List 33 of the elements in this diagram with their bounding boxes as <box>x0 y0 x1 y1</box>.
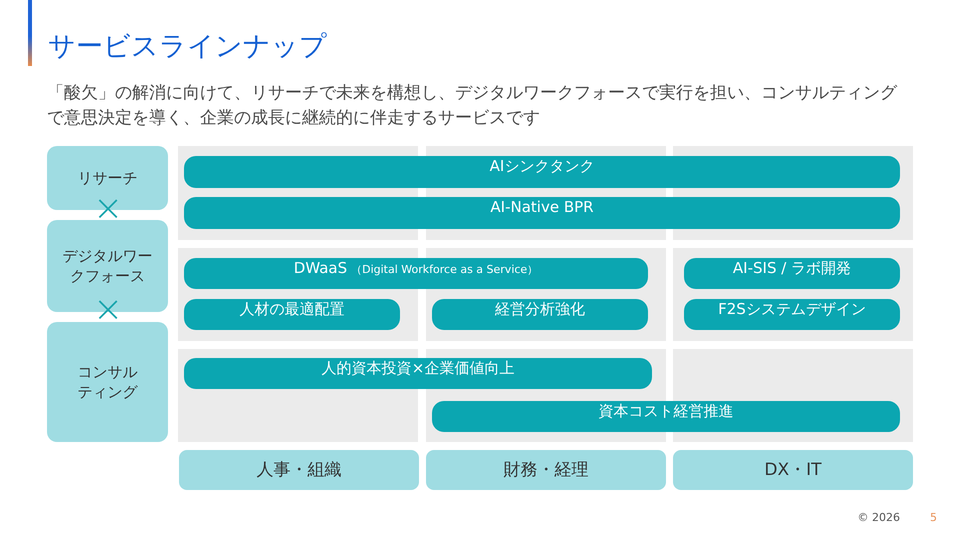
domain-tag <box>426 450 666 490</box>
service-label: AIシンクタンク <box>490 156 594 176</box>
capability-tag <box>47 322 168 442</box>
service-bar <box>432 299 648 330</box>
domain-tag <box>673 450 913 490</box>
capability-label: リサーチ <box>78 168 138 188</box>
domain-label: DX・IT <box>764 458 822 482</box>
service-bar <box>184 258 648 289</box>
service-bar <box>184 156 900 188</box>
domain-label: 財務・経理 <box>504 458 588 482</box>
service-label: 資本コスト経営推進 <box>598 401 734 422</box>
service-bar <box>184 299 400 330</box>
capability-label: コンサルティング <box>76 362 139 402</box>
service-label: 人材の最適配置 <box>240 299 344 320</box>
page-number: 5 <box>930 510 937 526</box>
page-title: サービスラインナップ <box>48 30 327 64</box>
service-label: AI-SIS / ラボ開発 <box>732 258 852 278</box>
domain-label: 人事・組織 <box>256 458 342 482</box>
service-label: 経営分析強化 <box>495 299 585 320</box>
service-bar <box>684 258 900 289</box>
service-label: 人的資本投資×企業価値向上 <box>322 358 514 378</box>
capability-label: デジタルワークフォース <box>62 246 154 286</box>
service-label: F2Sシステムデザイン <box>718 299 866 320</box>
service-subtitle: （Digital Workforce as a Service） <box>351 263 538 278</box>
service-label: AI-Native BPR <box>490 197 594 218</box>
lead-text: 「酸欠」の解消に向けて、リサーチで未来を構想し、デジタルワークフォースで実行を担い、コンサルティングで意思決定を導く、企業の成長に継続的に伴走するサービスです <box>47 82 898 130</box>
service-bar <box>432 401 900 432</box>
service-label: DWaaS <box>294 258 348 278</box>
copyright-text: © 2026 <box>858 510 900 526</box>
domain-tag <box>179 450 419 490</box>
service-bar <box>184 197 900 229</box>
service-bar <box>184 358 652 389</box>
service-bar <box>684 299 900 330</box>
